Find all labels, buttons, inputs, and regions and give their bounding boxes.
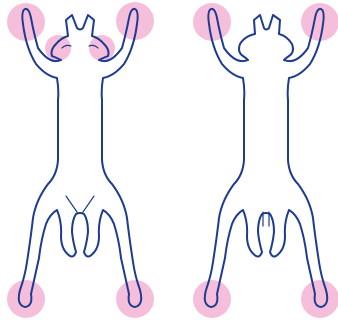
spot-right-panel-hind-right-paw: [301, 280, 338, 318]
ventral-pelvis-line-left: [66, 196, 77, 212]
spot-left-panel-hind-right-paw: [116, 280, 154, 318]
spot-right-panel-hind-left-paw: [193, 280, 231, 318]
spot-left-panel-right-ear: [89, 35, 115, 61]
ventral-pelvis-line-right: [83, 196, 94, 212]
spot-left-panel-hind-left-paw: [7, 280, 45, 318]
ventral-body-outline: [19, 9, 141, 307]
spot-left-panel-left-ear: [45, 35, 71, 61]
ventral-view-figure: [19, 9, 141, 307]
dorsal-view-figure: [205, 9, 327, 307]
dorsal-body-outline: [205, 9, 327, 307]
